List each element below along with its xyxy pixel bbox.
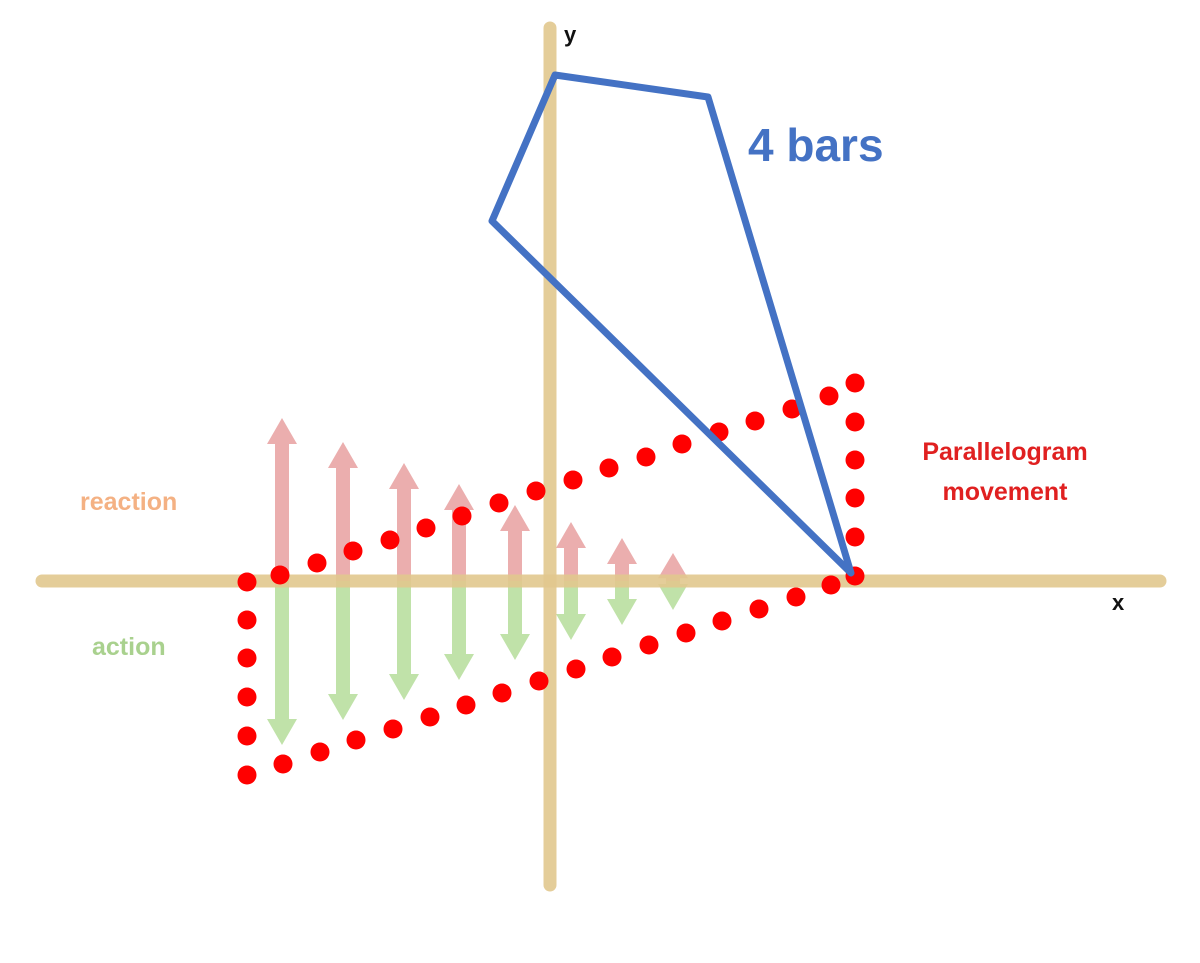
- parallelogram-dot: [639, 635, 659, 655]
- reaction-arrow: [658, 553, 688, 581]
- reaction-label: reaction: [80, 488, 178, 516]
- parallelogram-dot: [237, 610, 257, 630]
- x-axis-label: x: [1112, 590, 1125, 615]
- parallelogram-dot: [273, 754, 293, 774]
- parallelogram-dot: [270, 565, 290, 585]
- parallelogram-dot: [636, 447, 656, 467]
- parallelogram-dot: [420, 707, 440, 727]
- parallelogram-label-line1: Parallelogram: [922, 438, 1088, 466]
- parallelogram-dot: [526, 481, 546, 501]
- reaction-arrow: [267, 418, 297, 581]
- parallelogram-dot: [786, 587, 806, 607]
- parallelogram-dot: [237, 648, 257, 668]
- parallelogram-dot: [845, 450, 865, 470]
- parallelogram-dot: [307, 553, 327, 573]
- reaction-arrow: [556, 522, 586, 581]
- parallelogram-dot: [346, 730, 366, 750]
- parallelogram-dot: [845, 527, 865, 547]
- parallelogram-dot: [492, 683, 512, 703]
- parallelogram-dot: [383, 719, 403, 739]
- parallelogram-dot: [529, 671, 549, 691]
- parallelogram-dot: [712, 611, 732, 631]
- action-arrow: [444, 581, 474, 680]
- reaction-arrow: [500, 505, 530, 581]
- reaction-arrow: [444, 484, 474, 581]
- action-arrow: [658, 581, 688, 610]
- parallelogram-dot: [563, 470, 583, 490]
- parallelogram-dot: [237, 765, 257, 785]
- four-bar-linkage: [488, 71, 855, 577]
- parallelogram-dot: [380, 530, 400, 550]
- parallelogram-dot: [599, 458, 619, 478]
- parallelogram-label-line2: movement: [942, 478, 1068, 506]
- parallelogram-dot: [602, 647, 622, 667]
- parallelogram-dot: [416, 518, 436, 538]
- reaction-arrow: [328, 442, 358, 581]
- action-arrow: [267, 581, 297, 745]
- parallelogram-dot: [672, 434, 692, 454]
- action-arrow: [607, 581, 637, 625]
- axes: [35, 21, 1167, 892]
- parallelogram-dot: [676, 623, 696, 643]
- reaction-arrow: [389, 463, 419, 581]
- force-arrows: [267, 418, 688, 745]
- parallelogram-dot: [452, 506, 472, 526]
- parallelogram-dot: [456, 695, 476, 715]
- parallelogram-dot: [237, 572, 257, 592]
- parallelogram-dot: [845, 412, 865, 432]
- y-axis-label: y: [564, 22, 577, 47]
- parallelogram-dot: [343, 541, 363, 561]
- parallelogram-dot: [489, 493, 509, 513]
- four-bars-label: 4 bars: [748, 119, 884, 171]
- parallelogram-dot: [745, 411, 765, 431]
- action-label: action: [92, 633, 166, 661]
- parallelogram-dot: [566, 659, 586, 679]
- parallelogram-dot: [749, 599, 769, 619]
- reaction-arrow: [607, 538, 637, 581]
- action-arrow: [556, 581, 586, 640]
- parallelogram-movement-label: Parallelogram movement: [912, 432, 1098, 512]
- action-arrow: [328, 581, 358, 720]
- parallelogram-dot: [821, 575, 841, 595]
- parallelogram-dot: [237, 687, 257, 707]
- action-arrow: [500, 581, 530, 660]
- parallelogram-dotted-outline: [237, 373, 865, 785]
- parallelogram-dot: [845, 488, 865, 508]
- action-arrow: [389, 581, 419, 700]
- parallelogram-dot: [310, 742, 330, 762]
- parallelogram-dot: [819, 386, 839, 406]
- parallelogram-dot: [237, 726, 257, 746]
- parallelogram-dot: [845, 373, 865, 393]
